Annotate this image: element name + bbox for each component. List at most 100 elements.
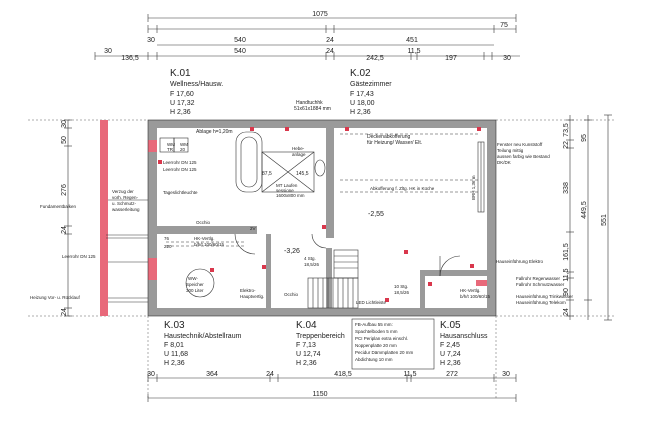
right-dimension-lines: [496, 114, 616, 321]
stg4-2: 18,5/26: [304, 262, 320, 267]
deckenab-2: für Heizung/ Wasser/ Elt.: [367, 140, 422, 146]
room-id: K.03: [164, 320, 185, 331]
bathtub: [235, 131, 263, 193]
room-h: H 2,36: [164, 360, 185, 367]
room-k05-label: K.05 Hausanschluss F 2,45 U 7,24 H 2,36: [440, 320, 488, 367]
wm2-label: WM: [180, 142, 188, 147]
room-id: K.04: [296, 320, 317, 331]
fundamentbalken: [100, 120, 108, 316]
ww-speicher: [185, 268, 215, 298]
mt-laufen-2: sessione: [276, 188, 294, 193]
n220: 220: [164, 244, 172, 249]
left-dimension-texts: 50 30 276 24 24: [61, 120, 68, 316]
n20-label: 20: [180, 147, 186, 152]
dim-right-90: 90: [563, 288, 570, 296]
dim-top-451: 451: [406, 37, 418, 44]
room-u: U 7,24: [440, 351, 461, 358]
room-f: F 17,43: [350, 91, 374, 98]
ww-speicher-3: 300 Liter: [186, 288, 204, 293]
room-name: Hausanschluss: [440, 333, 488, 340]
room-id: K.02: [350, 68, 371, 79]
dim-left-50: 50: [61, 136, 68, 144]
brh: BRH 1,36 m: [471, 175, 476, 200]
hk-vert-1: HK-Vertlg.: [194, 236, 215, 241]
room-u: U 11,68: [164, 351, 188, 358]
verzug-3: u. Schmutz-: [112, 201, 137, 206]
dim-right-11: 11,5: [563, 268, 570, 281]
fallrohr-regen: Fallrohr Regenwasser: [516, 276, 561, 281]
room-name: Haustechnik/Abstellraum: [164, 333, 242, 340]
dim-left-24: 24: [61, 226, 68, 234]
dim-top-24: 24: [326, 37, 334, 44]
room-u: U 12,74: [296, 351, 321, 358]
stg10-1: 10 Stg.: [394, 284, 408, 289]
room-u: U 17,32: [170, 100, 195, 107]
fenster-2: Teilung mittig: [497, 148, 524, 153]
bottom-dimension-texts: 30 364 24 418,5 11,5 272 30 1150: [147, 371, 510, 398]
elektro-vert-1: Elektro-: [240, 288, 256, 293]
hauseinf-tel: Hauseinführung Telekom: [516, 300, 566, 305]
leerrohr-b: Leerrohr DN 125: [163, 167, 197, 172]
hk-vert-2b: b/h/t 100/60/15: [460, 294, 491, 299]
level-minus-255: -2,55: [368, 211, 384, 218]
hk-vert-1b: b/h/t 100/60/15: [194, 242, 225, 247]
fenster-3: aussen farbig wie Bestand: [497, 154, 550, 159]
dim-left-24b: 24: [61, 308, 68, 316]
wm-label: WM: [167, 142, 175, 147]
ww-speicher-1: WW-: [188, 276, 198, 281]
dim-bot-364: 364: [206, 371, 218, 378]
room-name: Gästezimmer: [350, 81, 392, 88]
floor-2: Spachtelboden 5 mm: [355, 329, 398, 334]
room-h: H 2,36: [350, 109, 371, 116]
mt-laufen: MT Laufen: [276, 183, 298, 188]
floor-buildup-box: FB-Aufbau 55 mm: Spachtelboden 5 mm PCI …: [351, 318, 435, 370]
n76: 76: [164, 236, 170, 241]
ablage: Ablage h=1,20m: [196, 129, 233, 135]
dim-top-total: 1075: [312, 11, 328, 18]
dim-right-22: 22: [563, 141, 570, 149]
verzug-2: vorh. Regen-: [112, 195, 139, 200]
room-k01-label: K.01 Wellness/Hausw. F 17,60 U 17,32 H 2…: [170, 68, 223, 116]
hebeanlage-2: anlage: [292, 152, 306, 157]
mt-laufen-3: 1600x800 mm: [276, 193, 305, 198]
dim-top-30: 30: [147, 37, 155, 44]
hauseinf-trink: Hauseinführung Trinkwasser: [516, 294, 574, 299]
handtuchhk: Handtuchhk: [296, 100, 323, 106]
dim-right-24: 24: [563, 308, 570, 316]
dim-top-75: 75: [500, 22, 508, 29]
dim-bot-11: 11,5: [403, 371, 416, 378]
dim-bot-30r: 30: [502, 371, 510, 378]
abkofferung: Abkofferung f. Zltg. HK in Küche: [370, 186, 435, 191]
dim-row2-30: 30: [104, 48, 112, 55]
dim-right-551: 551: [601, 214, 608, 226]
room-id: K.05: [440, 320, 461, 331]
occhio-1: Occhio: [196, 220, 211, 225]
room-k02-label: K.02 Gästezimmer F 17,43 U 18,00 H 2,36: [350, 68, 392, 116]
floor-6: Abdichtung 10 mm: [355, 357, 393, 362]
top-dimension-texts: 1075 75 30 540 24 451 30 136,5 540 24 24…: [104, 11, 511, 62]
room-id: K.01: [170, 68, 191, 79]
dim-right-338: 338: [563, 182, 570, 194]
room-k03-label: K.03 Haustechnik/Abstellraum F 8,01 U 11…: [164, 320, 242, 367]
dim-bot-418: 418,5: [334, 371, 352, 378]
dim-right-73: 73,5: [563, 123, 570, 137]
dim-row2-242: 242,5: [366, 55, 384, 62]
dim-bot-30: 30: [147, 371, 155, 378]
dim-left-30: 30: [61, 120, 68, 128]
dim-145: 145,5: [296, 171, 309, 177]
hebeanlage: Hebe-: [292, 146, 305, 151]
room-f: F 2,45: [440, 342, 460, 349]
hauseinf-elektro: Hauseinführung Elektro: [496, 259, 544, 264]
occhio-2: Occhio: [284, 292, 299, 297]
dim-row2-24: 24: [326, 48, 334, 55]
dim-row2-30r: 30: [503, 55, 511, 62]
dim-right-449: 449,5: [581, 201, 588, 219]
dim-right-161: 161,5: [563, 243, 570, 261]
led: LED Lichtleiste: [356, 300, 387, 305]
fundament-label: Fundamentbalken: [40, 204, 77, 209]
deckenab-1: Deckenabkofferung: [367, 134, 410, 140]
bottom-dimension-lines: [147, 316, 517, 402]
dim-87: 87,5: [262, 171, 272, 177]
floor-5: Pecidur Dämmplatten 20 mm: [355, 350, 414, 355]
